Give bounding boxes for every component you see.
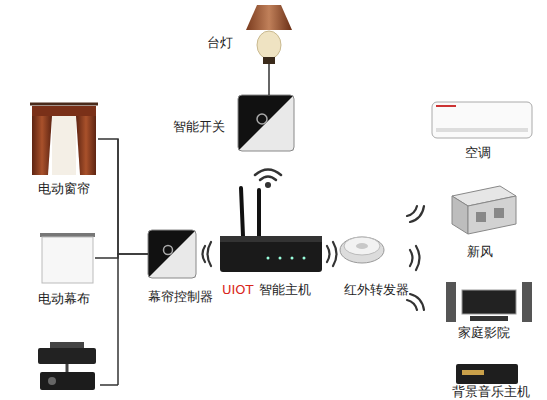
device-label: 智能主机 xyxy=(259,283,311,297)
screen-node: 电动幕布 xyxy=(40,233,95,283)
lamp-node: 台灯 xyxy=(246,4,292,64)
host-node: UIOT智能主机 xyxy=(220,232,322,272)
ac-node: 空调 xyxy=(432,102,532,138)
music-host-node: 背景音乐主机 xyxy=(456,364,518,384)
fresh-air-image xyxy=(452,186,516,234)
screen-image xyxy=(40,233,95,283)
switch-panel xyxy=(148,230,196,278)
wifi-symbol xyxy=(255,170,281,187)
device-label: 幕帘控制器 xyxy=(148,290,213,304)
wireless-waves xyxy=(203,206,425,310)
wire-connector xyxy=(98,139,148,254)
wire-connector xyxy=(95,254,148,258)
lamp-image xyxy=(246,5,292,64)
device-label: 家庭影院 xyxy=(458,326,510,340)
wire-connector xyxy=(269,64,270,95)
device-label: UIOT xyxy=(222,283,254,297)
music-host-image xyxy=(456,364,518,384)
host-device xyxy=(220,188,322,272)
device-label: 新风 xyxy=(467,245,493,259)
ir-forwarder-node: 红外转发器 xyxy=(340,234,384,262)
device-label: 电动幕布 xyxy=(38,292,90,306)
bracket-wire xyxy=(100,139,118,385)
device-label: 背景音乐主机 xyxy=(452,385,530,399)
controller-node: 幕帘控制器 xyxy=(148,230,196,278)
device-label: 台灯 xyxy=(207,36,233,50)
device-label: 电动窗帘 xyxy=(38,182,90,196)
theater-node: 家庭影院 xyxy=(444,280,534,322)
device-label: 空调 xyxy=(465,146,491,160)
projector-image xyxy=(38,342,96,390)
device-label: 红外转发器 xyxy=(344,283,409,297)
ir-device xyxy=(340,237,384,263)
curtain-image xyxy=(30,104,98,175)
ac-image xyxy=(432,102,532,138)
switch-node: 智能开关 xyxy=(238,95,294,151)
switch-panel xyxy=(238,95,294,151)
device-label: 智能开关 xyxy=(173,120,225,134)
curtain-node: 电动窗帘 xyxy=(30,103,98,175)
theater-image xyxy=(446,282,532,322)
fresh-air-node: 新风 xyxy=(450,186,516,234)
